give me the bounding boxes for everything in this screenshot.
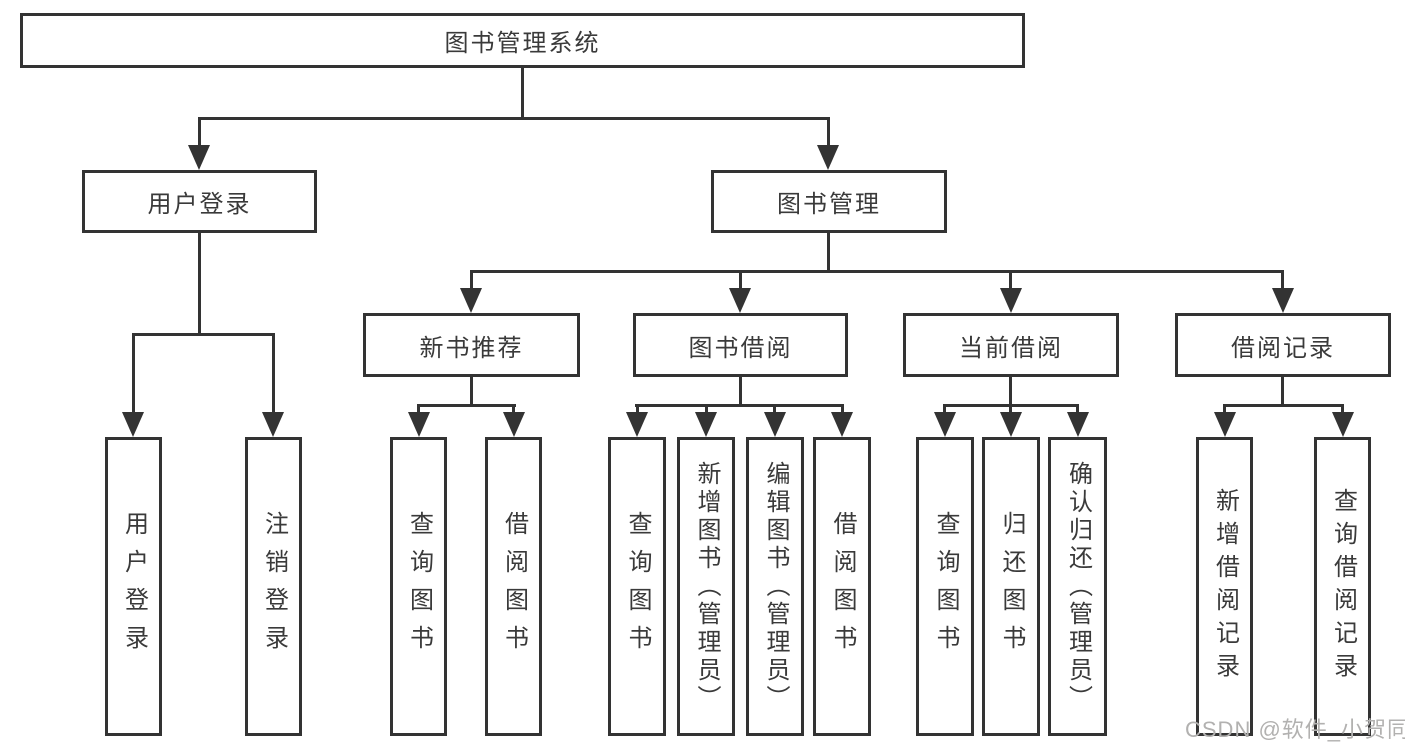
connector-line bbox=[512, 404, 515, 414]
leaf-borrow-book-recommend-label: 借阅图书 bbox=[500, 510, 528, 663]
arrowhead-down-icon bbox=[695, 412, 717, 437]
node-book-borrow: 图书借阅 bbox=[633, 313, 848, 377]
node-book-borrow-label: 图书借阅 bbox=[688, 334, 793, 362]
leaf-edit-book-admin: 编辑图书（管理员） bbox=[746, 437, 804, 736]
connector-line bbox=[739, 377, 742, 406]
connector-line bbox=[1223, 404, 1344, 407]
connector-line bbox=[1223, 404, 1226, 414]
connector-line bbox=[1281, 270, 1284, 291]
node-book-management-label: 图书管理 bbox=[777, 191, 881, 218]
node-current-borrow: 当前借阅 bbox=[903, 313, 1119, 377]
arrowhead-down-icon bbox=[831, 412, 853, 437]
leaf-add-book-admin: 新增图书（管理员） bbox=[677, 437, 735, 736]
node-current-borrow-label: 当前借阅 bbox=[959, 334, 1063, 362]
csdn-watermark: CSDN @软件_小贺同学 bbox=[1185, 717, 1405, 742]
leaf-borrow-book-recommend: 借阅图书 bbox=[485, 437, 542, 736]
connector-line bbox=[1009, 377, 1012, 406]
connector-line bbox=[773, 404, 776, 414]
connector-line bbox=[635, 404, 843, 407]
leaf-query-book-current-label: 查询图书 bbox=[932, 510, 959, 663]
leaf-query-book-borrow: 查询图书 bbox=[608, 437, 666, 736]
connector-line bbox=[1341, 404, 1344, 414]
node-borrow-records: 借阅记录 bbox=[1175, 313, 1391, 377]
arrowhead-down-icon bbox=[262, 412, 284, 437]
connector-line bbox=[1009, 270, 1012, 291]
leaf-logout: 注销登录 bbox=[245, 437, 302, 736]
leaf-borrow-book-label: 借阅图书 bbox=[829, 510, 856, 663]
connector-line bbox=[521, 68, 524, 119]
leaf-query-book-borrow-label: 查询图书 bbox=[624, 510, 651, 663]
connector-line bbox=[636, 404, 639, 414]
connector-line bbox=[841, 404, 844, 414]
arrowhead-down-icon bbox=[1000, 288, 1022, 313]
node-root: 图书管理系统 bbox=[20, 13, 1025, 68]
connector-line bbox=[1009, 404, 1012, 414]
leaf-add-book-admin-label: 新增图书（管理员） bbox=[693, 460, 720, 713]
arrowhead-down-icon bbox=[1000, 412, 1022, 437]
arrowhead-down-icon bbox=[1332, 412, 1354, 437]
connector-line bbox=[417, 404, 420, 414]
leaf-add-borrow-record: 新增借阅记录 bbox=[1196, 437, 1253, 736]
connector-line bbox=[198, 117, 830, 120]
arrowhead-down-icon bbox=[764, 412, 786, 437]
leaf-logout-label: 注销登录 bbox=[260, 510, 288, 663]
connector-line bbox=[827, 117, 830, 147]
leaf-borrow-book: 借阅图书 bbox=[813, 437, 871, 736]
node-borrow-records-label: 借阅记录 bbox=[1231, 334, 1335, 362]
leaf-confirm-return-admin: 确认归还（管理员） bbox=[1048, 437, 1107, 736]
connector-line bbox=[132, 333, 275, 336]
arrowhead-down-icon bbox=[626, 412, 648, 437]
connector-line bbox=[470, 377, 473, 406]
node-root-label: 图书管理系统 bbox=[444, 30, 601, 57]
connector-line bbox=[417, 404, 516, 407]
connector-line bbox=[827, 233, 830, 273]
leaf-query-borrow-record: 查询借阅记录 bbox=[1314, 437, 1371, 736]
leaf-query-borrow-record-label: 查询借阅记录 bbox=[1329, 487, 1357, 686]
node-user-login-label: 用户登录 bbox=[147, 191, 252, 218]
node-book-management: 图书管理 bbox=[711, 170, 947, 233]
leaf-add-borrow-record-label: 新增借阅记录 bbox=[1211, 487, 1239, 686]
connector-line bbox=[132, 333, 135, 414]
connector-line bbox=[470, 270, 1283, 273]
connector-line bbox=[739, 270, 742, 291]
connector-line bbox=[1076, 404, 1079, 414]
arrowhead-down-icon bbox=[408, 412, 430, 437]
node-user-login: 用户登录 bbox=[82, 170, 317, 233]
arrowhead-down-icon bbox=[188, 145, 210, 170]
arrowhead-down-icon bbox=[934, 412, 956, 437]
arrowhead-down-icon bbox=[503, 412, 525, 437]
connector-line bbox=[198, 233, 201, 335]
connector-line bbox=[1281, 377, 1284, 406]
leaf-query-book-current: 查询图书 bbox=[916, 437, 974, 736]
connector-line bbox=[198, 117, 201, 147]
arrowhead-down-icon bbox=[122, 412, 144, 437]
arrowhead-down-icon bbox=[1272, 288, 1294, 313]
arrowhead-down-icon bbox=[460, 288, 482, 313]
leaf-confirm-return-admin-label: 确认归还（管理员） bbox=[1064, 460, 1092, 713]
node-new-book-recommend-label: 新书推荐 bbox=[419, 334, 524, 362]
leaf-query-book-recommend: 查询图书 bbox=[390, 437, 447, 736]
node-new-book-recommend: 新书推荐 bbox=[363, 313, 580, 377]
leaf-return-book: 归还图书 bbox=[982, 437, 1040, 736]
arrowhead-down-icon bbox=[729, 288, 751, 313]
arrowhead-down-icon bbox=[817, 145, 839, 170]
connector-line bbox=[272, 333, 275, 414]
connector-line bbox=[470, 270, 473, 291]
arrowhead-down-icon bbox=[1067, 412, 1089, 437]
leaf-return-book-label: 归还图书 bbox=[998, 510, 1025, 663]
connector-line bbox=[705, 404, 708, 414]
leaf-query-book-recommend-label: 查询图书 bbox=[405, 510, 433, 663]
leaf-edit-book-admin-label: 编辑图书（管理员） bbox=[762, 460, 789, 713]
arrowhead-down-icon bbox=[1214, 412, 1236, 437]
connector-line bbox=[943, 404, 946, 414]
leaf-user-login-label: 用户登录 bbox=[120, 510, 148, 663]
leaf-user-login: 用户登录 bbox=[105, 437, 162, 736]
